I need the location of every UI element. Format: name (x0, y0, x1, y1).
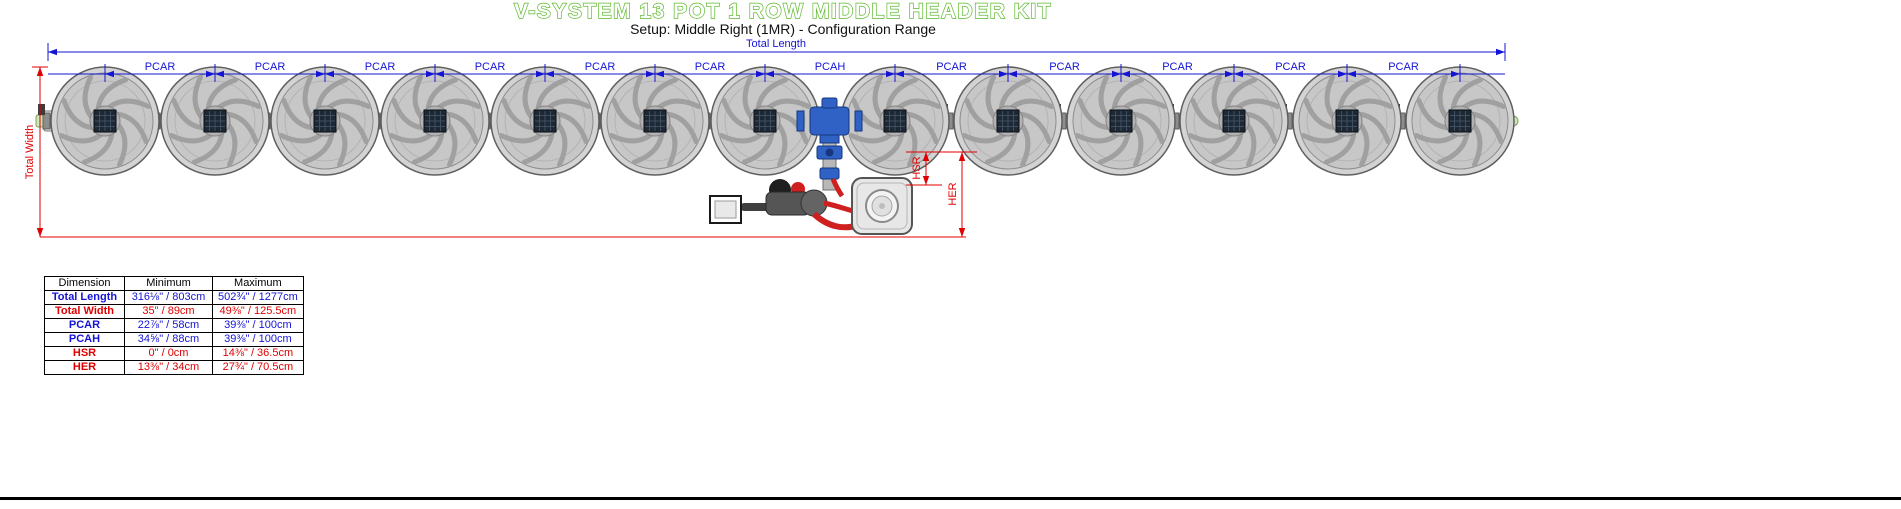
elbow-fitting (819, 167, 840, 180)
pot-spacing-dimensions: PCAR PCAR PCAR PCAR PCAR PCAR PCAH PCAR PCAR PCAR… (48, 61, 1505, 82)
her-label: HER (947, 182, 959, 205)
pot (1179, 66, 1289, 176)
gap-label: PCAH (815, 61, 846, 73)
pot (1405, 66, 1515, 176)
gap-label: PCAR (1388, 61, 1419, 73)
title-block: V-SYSTEM 13 POT 1 ROW MIDDLE HEADER KIT … (513, 0, 1052, 37)
page-title: V-SYSTEM 13 POT 1 ROW MIDDLE HEADER KIT (514, 0, 1052, 23)
pot (1292, 66, 1402, 176)
dimension-minimum: 34⅝" / 88cm (124, 332, 213, 347)
gap-label: PCAR (475, 61, 506, 73)
gap-label: PCAR (585, 61, 616, 73)
pot (600, 66, 710, 176)
total-length-dimension: Total Length (47, 38, 1506, 61)
dimension-maximum: 39⅜" / 100cm (212, 332, 304, 347)
dimension-name: Total Length (44, 290, 125, 305)
dimension-maximum: 502¾" / 1277cm (212, 290, 304, 305)
gap-label: PCAR (145, 61, 176, 73)
pot (953, 66, 1063, 176)
header-assembly (709, 97, 913, 235)
red-hose (830, 178, 845, 198)
pot (710, 66, 820, 176)
dimension-maximum: 14⅜" / 36.5cm (212, 346, 304, 361)
gap-label: PCAR (695, 61, 726, 73)
pipe-clamp (854, 110, 863, 132)
hsr-dimension: HSR (906, 151, 977, 186)
dimension-minimum: 22⅞" / 58cm (124, 318, 213, 333)
table-header: Dimension (44, 276, 125, 291)
dimension-minimum: 13⅜" / 34cm (124, 360, 213, 375)
dimension-maximum: 49⅜" / 125.5cm (212, 304, 304, 319)
her-dimension: HER (947, 152, 966, 237)
pot (270, 66, 380, 176)
dimension-minimum: 0" / 0cm (124, 346, 213, 361)
bottom-border-line (0, 497, 1901, 500)
power-cable (741, 203, 769, 211)
hsr-label: HSR (911, 156, 923, 179)
gap-label: PCAR (1162, 61, 1193, 73)
table-header: Minimum (124, 276, 213, 291)
dimension-maximum: 39⅜" / 100cm (212, 318, 304, 333)
total-width-dimension: Total Width (24, 66, 966, 238)
total-length-label: Total Length (746, 38, 806, 50)
dimension-name: HSR (44, 346, 125, 361)
total-width-label: Total Width (24, 125, 36, 179)
pot-inlet-fitting (38, 104, 51, 130)
dimension-name: HER (44, 360, 125, 375)
pot (50, 66, 160, 176)
pump-head (800, 189, 828, 217)
gap-label: PCAR (1275, 61, 1306, 73)
gap-label: PCAR (936, 61, 967, 73)
dimension-name: Total Width (44, 304, 125, 319)
pot (380, 66, 490, 176)
table-header: Maximum (212, 276, 304, 291)
pot (490, 66, 600, 176)
header-tee (809, 106, 850, 136)
dimension-name: PCAR (44, 318, 125, 333)
gap-label: PCAR (365, 61, 396, 73)
gap-label: PCAR (1049, 61, 1080, 73)
pot (840, 66, 950, 176)
dimension-name: PCAH (44, 332, 125, 347)
pipe-clamp (796, 110, 805, 132)
pot (160, 66, 270, 176)
page-subtitle: Setup: Middle Right (1MR) - Configuratio… (630, 21, 936, 37)
gap-label: PCAR (255, 61, 286, 73)
dimension-maximum: 27¾" / 70.5cm (212, 360, 304, 375)
pot (1066, 66, 1176, 176)
dimension-minimum: 316⅛" / 803cm (124, 290, 213, 305)
dimension-minimum: 35" / 89cm (124, 304, 213, 319)
